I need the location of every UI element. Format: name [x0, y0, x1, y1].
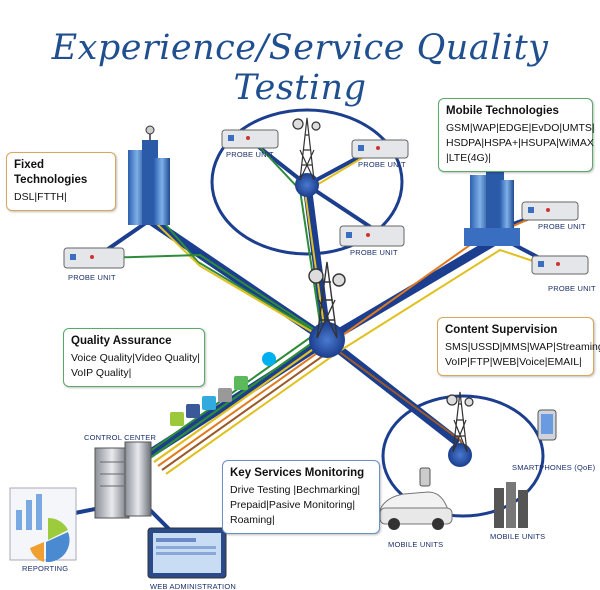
quality-assurance-box: Quality Assurance Voice Quality|Video Qu…: [63, 328, 205, 387]
ring-top: [210, 108, 404, 256]
probe-unit-left-label: PROBE UNIT: [68, 273, 116, 282]
probe-unit-mid-label: PROBE UNIT: [350, 248, 398, 257]
box-line: SMS|USSD|MMS|WAP|Streaming|: [445, 341, 600, 353]
box-title: Content Supervision: [445, 324, 558, 336]
probe-unit-right-bottom-label: PROBE UNIT: [548, 284, 596, 293]
web-admin-monitor-icon: [147, 527, 227, 579]
messenger-icon: [234, 376, 248, 390]
probe-unit-mid-icon: [339, 225, 405, 247]
box-line: Drive Testing |Bechmarking|: [230, 484, 361, 496]
probe-unit-top-right-label: PROBE UNIT: [358, 160, 406, 169]
box-line: HSDPA|HSPA+|HSUPA|WiMAX: [446, 137, 594, 149]
mobile-units-car-label: MOBILE UNITS: [388, 540, 444, 549]
content-supervision-box: Content Supervision SMS|USSD|MMS|WAP|Str…: [437, 317, 600, 376]
mobile-unit-small-phone-icon: [419, 467, 431, 487]
mobile-units-phones-label: MOBILE UNITS: [490, 532, 546, 541]
hub-center: [309, 322, 345, 358]
reporting-chart-icon: [9, 487, 77, 563]
android-icon: [170, 412, 184, 426]
skype-icon: [262, 352, 276, 366]
probe-unit-top-left-icon: [221, 129, 279, 149]
box-line: |LTE(4G)|: [446, 152, 491, 164]
box-title: Key Services Monitoring: [230, 467, 365, 479]
apple-icon: [218, 388, 232, 402]
probe-unit-right-bottom-icon: [531, 255, 589, 275]
control-center-label: CONTROL CENTER: [84, 433, 157, 442]
smartphone-icon: [537, 409, 557, 441]
hub-bottom-right: [448, 443, 472, 467]
box-line: Roaming|: [230, 514, 275, 526]
probe-unit-top-right-icon: [351, 139, 409, 159]
fixed-technologies-box: Fixed Technologies DSL|FTTH|: [6, 152, 116, 211]
mobile-technologies-box: Mobile Technologies GSM|WAP|EDGE|EvDO|UM…: [438, 98, 595, 172]
control-center-server-icon: [94, 441, 152, 519]
box-line: VoIP Quality|: [71, 367, 132, 379]
building-left-icon: [128, 125, 170, 225]
mobile-units-phones-icon: [494, 482, 528, 528]
box-line: Voice Quality|Video Quality|: [71, 352, 200, 364]
tower-top-icon: [292, 117, 321, 181]
building-right-icon: [464, 165, 520, 246]
ring-bottom-right: [381, 394, 545, 518]
box-title: Mobile Technologies: [446, 105, 559, 117]
box-line: DSL|FTTH|: [14, 191, 67, 203]
facebook-icon: [186, 404, 200, 418]
box-title: Quality Assurance: [71, 335, 172, 347]
web-administration-label: WEB ADMINISTRATION: [150, 582, 236, 590]
box-line: VoIP|FTP|WEB|Voice|EMAIL|: [445, 356, 582, 368]
app-icons-strip: [170, 352, 276, 426]
twitter-icon: [202, 396, 216, 410]
tower-center-icon: [308, 261, 346, 339]
mobile-unit-car-icon: [377, 491, 453, 530]
box-line: GSM|WAP|EDGE|EvDO|UMTS|: [446, 122, 595, 134]
page-title: Experience/Service Quality Testing: [51, 28, 549, 108]
box-line: Prepaid|Pasive Monitoring|: [230, 499, 356, 511]
box-title: Fixed Technologies: [14, 159, 88, 186]
key-services-monitoring-box: Key Services Monitoring Drive Testing |B…: [222, 460, 380, 534]
probe-unit-right-top-label: PROBE UNIT: [538, 222, 586, 231]
hub-top: [295, 173, 319, 197]
probe-unit-left-icon: [63, 247, 125, 269]
smartphones-label: SMARTPHONES (QoE): [512, 463, 596, 472]
reporting-label: REPORTING: [22, 564, 69, 573]
tower-bottom-right-icon: [446, 391, 474, 453]
probe-unit-top-left-label: PROBE UNIT: [226, 150, 274, 159]
probe-unit-right-top-icon: [521, 201, 579, 221]
